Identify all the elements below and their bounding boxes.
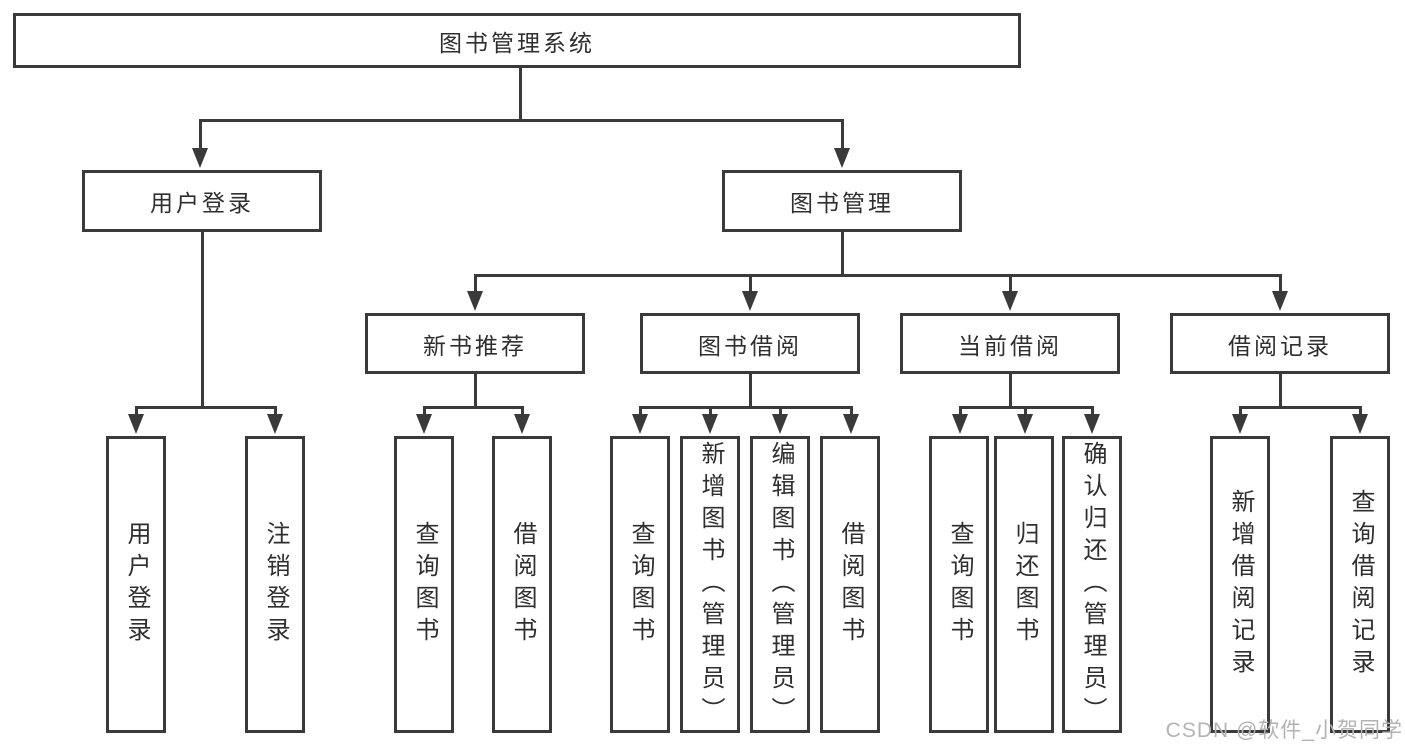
- leaf-label: 归还图书: [1011, 520, 1038, 649]
- connector-line: [841, 119, 844, 152]
- leaf-user-login: 用户登录: [106, 436, 166, 733]
- arrow-down-icon: [128, 414, 144, 434]
- arrow-down-icon: [1017, 414, 1033, 434]
- arrow-down-icon: [1272, 291, 1288, 311]
- watermark: CSDN @软件_小贺同学: [1165, 719, 1403, 742]
- connector-line: [199, 119, 202, 152]
- node-book-management: 图书管理: [722, 170, 962, 232]
- connector-line: [959, 406, 962, 418]
- connector-line: [423, 406, 524, 409]
- connector-line: [779, 406, 782, 418]
- node-book-borrow: 图书借阅: [640, 313, 860, 374]
- node-current-borrow: 当前借阅: [900, 313, 1120, 374]
- connector-line: [1359, 406, 1362, 418]
- leaf-return-books: 归还图书: [994, 436, 1054, 733]
- connector-line: [709, 406, 712, 418]
- leaf-add-books-admin: 新增图书（管理员）: [680, 436, 740, 733]
- leaf-query-books-current: 查询图书: [929, 436, 989, 733]
- connector-line: [1009, 374, 1012, 409]
- leaf-label: 查询图书: [411, 520, 438, 649]
- leaf-label: 注销登录: [262, 520, 289, 649]
- leaf-label: 借阅图书: [509, 520, 536, 649]
- arrow-down-icon: [467, 291, 483, 311]
- connector-line: [200, 119, 843, 122]
- node-label: 当前借阅: [958, 332, 1062, 359]
- leaf-label: 借阅图书: [837, 520, 864, 649]
- arrow-down-icon: [1232, 414, 1248, 434]
- connector-line: [274, 406, 277, 418]
- arrow-down-icon: [952, 414, 968, 434]
- connector-line: [474, 274, 1282, 277]
- node-borrow-records: 借阅记录: [1170, 313, 1390, 374]
- connector-line: [135, 406, 138, 418]
- connector-line: [519, 68, 522, 122]
- leaf-edit-books-admin: 编辑图书（管理员）: [750, 436, 810, 733]
- connector-line: [850, 406, 853, 418]
- leaf-query-borrow-record: 查询借阅记录: [1330, 436, 1390, 733]
- arrow-down-icon: [702, 414, 718, 434]
- arrow-down-icon: [1084, 414, 1100, 434]
- node-library-management-system: 图书管理系统: [13, 13, 1021, 68]
- arrow-down-icon: [632, 414, 648, 434]
- leaf-label: 新增图书（管理员）: [697, 440, 724, 729]
- connector-line: [1239, 406, 1362, 409]
- leaf-label: 确认归还（管理员）: [1079, 440, 1106, 729]
- leaf-logout: 注销登录: [245, 436, 305, 733]
- arrow-down-icon: [416, 414, 432, 434]
- connector-line: [1239, 406, 1242, 418]
- leaf-add-borrow-record: 新增借阅记录: [1210, 436, 1270, 733]
- leaf-confirm-return-admin: 确认归还（管理员）: [1062, 436, 1122, 733]
- leaf-label: 查询借阅记录: [1347, 488, 1374, 681]
- connector-line: [1009, 274, 1012, 295]
- leaf-label: 新增借阅记录: [1227, 488, 1254, 681]
- leaf-query-books-recommend: 查询图书: [394, 436, 454, 733]
- arrow-down-icon: [834, 148, 850, 168]
- connector-line: [639, 406, 642, 418]
- arrow-down-icon: [742, 291, 758, 311]
- connector-line: [135, 406, 277, 409]
- node-label: 新书推荐: [423, 332, 527, 359]
- leaf-label: 编辑图书（管理员）: [767, 440, 794, 729]
- arrow-down-icon: [1352, 414, 1368, 434]
- connector-line: [1279, 374, 1282, 409]
- node-new-book-recommend: 新书推荐: [365, 313, 585, 374]
- node-label: 图书管理系统: [439, 29, 595, 56]
- arrow-down-icon: [267, 414, 283, 434]
- connector-line: [841, 232, 844, 277]
- arrow-down-icon: [843, 414, 859, 434]
- node-user-login: 用户登录: [82, 170, 322, 232]
- leaf-borrow-books-recommend: 借阅图书: [492, 436, 552, 733]
- leaf-label: 用户登录: [123, 520, 150, 649]
- leaf-query-books-borrow: 查询图书: [610, 436, 670, 733]
- connector-line: [474, 274, 477, 295]
- connector-line: [474, 374, 477, 409]
- node-label: 图书借阅: [698, 332, 802, 359]
- connector-line: [749, 374, 752, 409]
- connector-line: [639, 406, 853, 409]
- node-label: 借阅记录: [1228, 332, 1332, 359]
- connector-line: [749, 274, 752, 295]
- leaf-borrow-books: 借阅图书: [820, 436, 880, 733]
- connector-line: [521, 406, 524, 418]
- arrow-down-icon: [1002, 291, 1018, 311]
- connector-line: [423, 406, 426, 418]
- leaf-label: 查询图书: [627, 520, 654, 649]
- leaf-label: 查询图书: [946, 520, 973, 649]
- node-label: 图书管理: [790, 190, 894, 216]
- connector-line: [1091, 406, 1094, 418]
- arrow-down-icon: [772, 414, 788, 434]
- connector-line: [1279, 274, 1282, 295]
- node-label: 用户登录: [150, 190, 254, 216]
- connector-line: [201, 232, 204, 409]
- arrow-down-icon: [192, 148, 208, 168]
- arrow-down-icon: [514, 414, 530, 434]
- connector-line: [1024, 406, 1027, 418]
